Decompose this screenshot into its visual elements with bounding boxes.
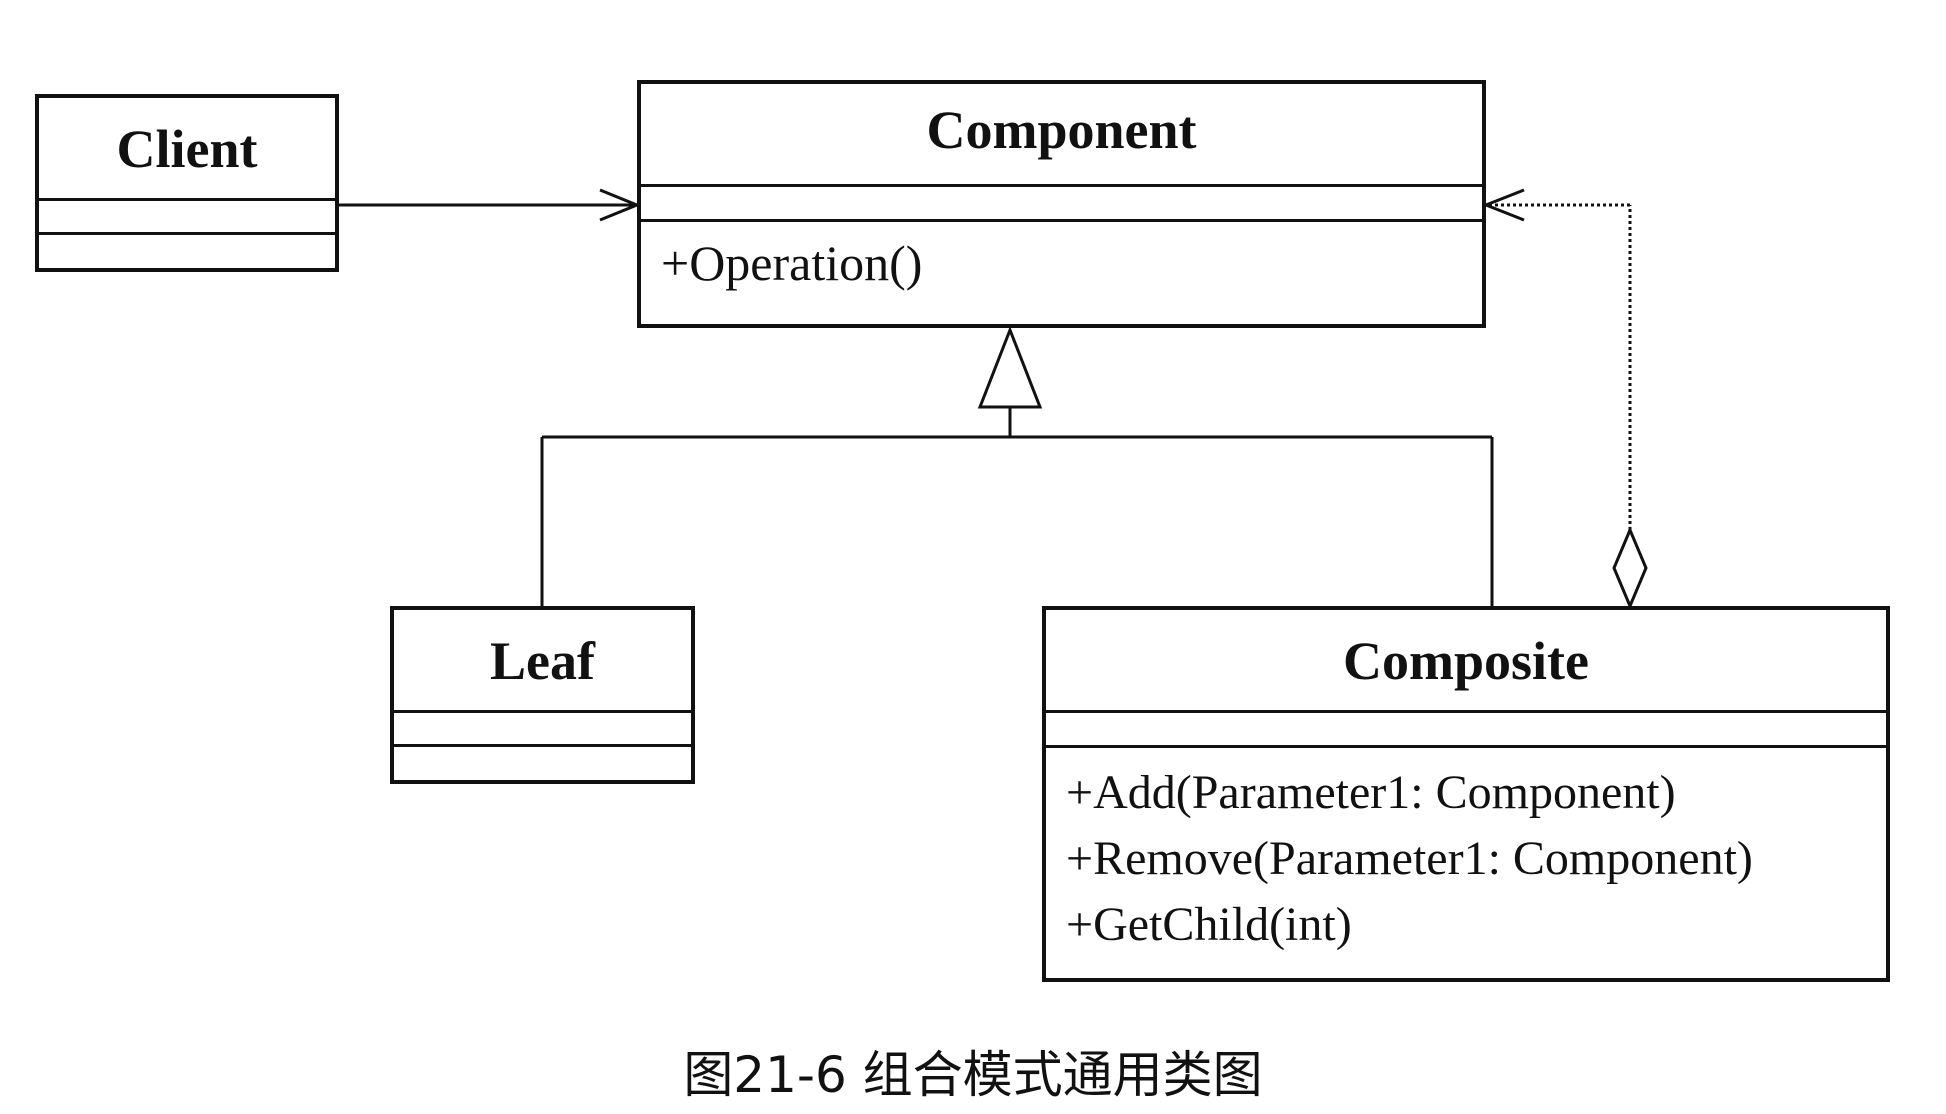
leaf-class-name: Leaf <box>394 610 691 713</box>
component-class: Component +Operation() <box>637 80 1486 328</box>
leaf-attributes-section <box>394 713 691 747</box>
component-attributes-section <box>641 187 1482 222</box>
composite-class-name: Composite <box>1046 610 1886 713</box>
open-arrowhead-icon <box>1481 188 1525 222</box>
generalization-connector <box>540 325 1494 606</box>
composite-operation: +Add(Parameter1: Component) <box>1066 766 1676 819</box>
component-class-name: Component <box>641 84 1482 187</box>
aggregation-diamond-icon <box>1612 526 1648 610</box>
client-class-name: Client <box>39 98 335 201</box>
client-attributes-section <box>39 201 335 235</box>
inheritance-triangle-icon <box>977 325 1043 409</box>
composite-operations-section: +Add(Parameter1: Component) +Remove(Para… <box>1046 748 1886 958</box>
composite-operation: +GetChild(int) <box>1066 898 1352 951</box>
leaf-class: Leaf <box>390 606 695 784</box>
client-class: Client <box>35 94 339 272</box>
client-component-association <box>337 188 641 222</box>
composite-class: Composite +Add(Parameter1: Component) +R… <box>1042 606 1890 982</box>
component-operation: +Operation() <box>661 235 923 291</box>
component-operations-section: +Operation() <box>641 222 1482 294</box>
composite-attributes-section <box>1046 713 1886 748</box>
figure-caption: 图21-6 组合模式通用类图 <box>683 1046 1263 1104</box>
composite-operation: +Remove(Parameter1: Component) <box>1066 832 1753 885</box>
composite-aggregation-connector <box>1481 188 1648 610</box>
